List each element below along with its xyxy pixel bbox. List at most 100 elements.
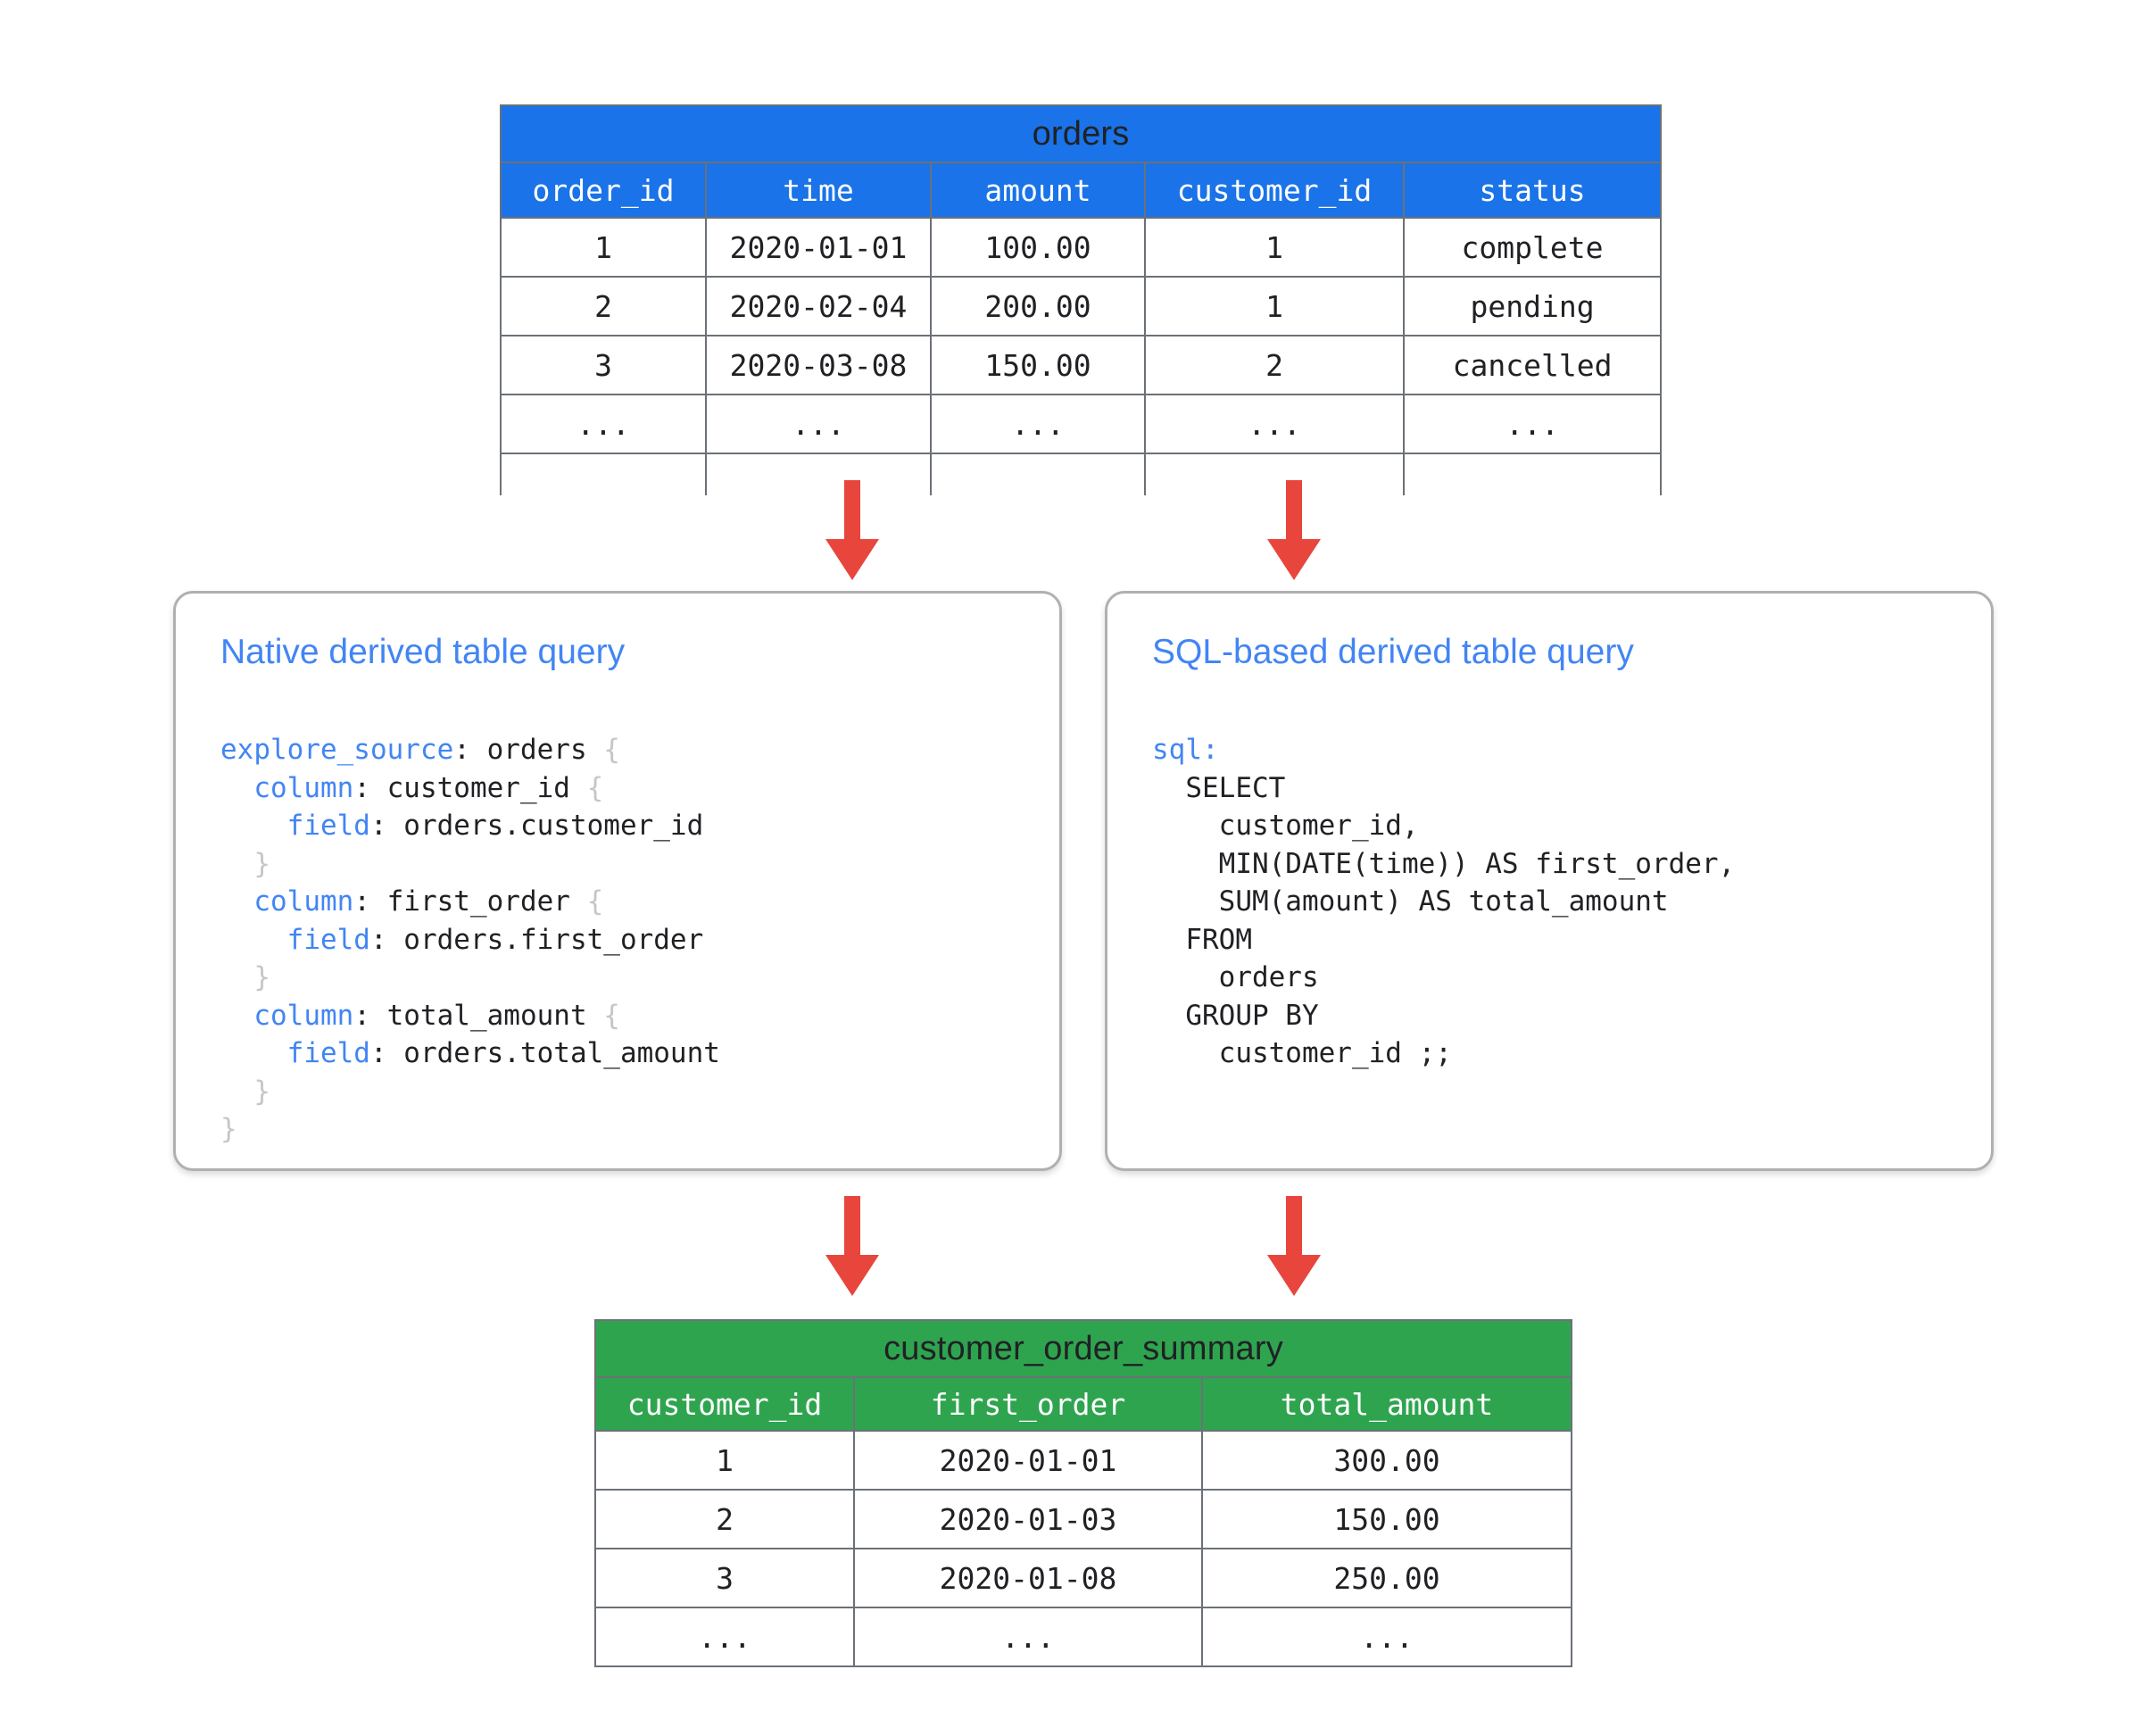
- table-row: 2 2020-02-04 200.00 1 pending: [500, 276, 1663, 336]
- code-text: : orders.customer_id: [369, 810, 704, 842]
- code-line: }: [220, 1073, 1015, 1111]
- table-cell: complete: [1402, 217, 1663, 278]
- code-keyword: column: [253, 999, 354, 1032]
- code-text: FROM: [1152, 923, 1252, 956]
- code-text: : orders.first_order: [369, 923, 704, 956]
- native-code-block: explore_source: orders { column: custome…: [220, 731, 1015, 1149]
- code-text: [220, 848, 253, 880]
- table-cell: 200.00: [930, 276, 1146, 336]
- code-text: : orders.total_amount: [369, 1037, 720, 1069]
- table-cell: [1402, 453, 1663, 495]
- code-line: SUM(amount) AS total_amount: [1152, 883, 1946, 921]
- table-cell: 2020-01-03: [853, 1489, 1203, 1549]
- table-row: 1 2020-01-01 300.00: [594, 1430, 1573, 1491]
- table-cell: 1: [1144, 276, 1405, 336]
- summary-table-title: customer_order_summary: [593, 1319, 1573, 1378]
- summary-column-header: total_amount: [1200, 1376, 1573, 1432]
- table-row-truncated: [500, 453, 1663, 495]
- code-text: [220, 961, 253, 993]
- table-row-ellipsis: ... ... ...: [594, 1607, 1573, 1667]
- code-text: : customer_id: [353, 771, 587, 804]
- code-text: customer_id ;;: [1152, 1037, 1452, 1069]
- table-cell: ...: [705, 394, 932, 454]
- arrow-shaft: [1286, 1196, 1302, 1255]
- arrow-shaft: [844, 480, 860, 539]
- code-keyword: field: [286, 1037, 370, 1069]
- orders-column-header: time: [705, 162, 932, 219]
- code-line: }: [220, 845, 1015, 884]
- code-text: GROUP BY: [1152, 999, 1319, 1032]
- arrow-down-icon: [1267, 1196, 1321, 1296]
- code-line: FROM: [1152, 921, 1946, 959]
- arrow-shaft: [844, 1196, 860, 1255]
- code-brace: }: [220, 1113, 237, 1145]
- table-cell: 3: [594, 1548, 855, 1608]
- table-cell: 2020-02-04: [705, 276, 932, 336]
- code-keyword: sql: [1152, 734, 1202, 766]
- table-cell: ...: [594, 1607, 855, 1667]
- code-line: column: total_amount {: [220, 997, 1015, 1035]
- code-text: SELECT: [1152, 771, 1286, 804]
- code-brace: }: [253, 961, 270, 993]
- table-cell: [930, 453, 1146, 495]
- table-cell: ...: [1200, 1607, 1573, 1667]
- code-text: : orders: [453, 734, 604, 766]
- sql-panel-title: SQL-based derived table query: [1152, 633, 1634, 671]
- code-line: }: [220, 1110, 1015, 1149]
- orders-source-table: orders order_id time amount customer_id …: [499, 104, 1663, 495]
- summary-column-header: first_order: [853, 1376, 1203, 1432]
- arrow-shaft: [1286, 480, 1302, 539]
- table-row: 1 2020-01-01 100.00 1 complete: [500, 217, 1663, 278]
- code-line: field: orders.first_order: [220, 921, 1015, 959]
- table-cell: [500, 453, 707, 495]
- code-keyword: field: [286, 810, 370, 842]
- code-line: column: customer_id {: [220, 769, 1015, 808]
- code-line: customer_id ;;: [1152, 1034, 1946, 1073]
- table-cell: 2: [594, 1489, 855, 1549]
- sql-derived-table-panel: SQL-based derived table query sql: SELEC…: [1105, 591, 1994, 1171]
- code-text: : first_order: [353, 885, 587, 918]
- table-cell: [1144, 453, 1405, 495]
- code-line: orders: [1152, 959, 1946, 997]
- code-line: field: orders.total_amount: [220, 1034, 1015, 1073]
- code-keyword: column: [253, 771, 354, 804]
- arrow-head: [825, 1255, 879, 1296]
- code-text: [220, 924, 287, 956]
- table-cell: 300.00: [1200, 1430, 1573, 1491]
- table-cell: 1: [594, 1430, 855, 1491]
- table-cell: 2020-01-08: [853, 1548, 1203, 1608]
- code-text: [220, 1076, 253, 1108]
- table-cell: ...: [500, 394, 707, 454]
- code-line: column: first_order {: [220, 883, 1015, 921]
- code-brace: {: [603, 734, 620, 766]
- code-brace: }: [253, 847, 270, 880]
- code-keyword: :: [1202, 734, 1219, 766]
- table-row: 3 2020-01-08 250.00: [594, 1548, 1573, 1608]
- code-brace: {: [603, 999, 620, 1032]
- code-brace: {: [586, 885, 604, 918]
- code-text: [220, 810, 287, 842]
- table-cell: 2020-03-08: [705, 335, 932, 395]
- code-text: SUM(amount) AS total_amount: [1152, 885, 1669, 918]
- table-cell: [705, 453, 932, 495]
- native-derived-table-panel: Native derived table query explore_sourc…: [173, 591, 1062, 1171]
- code-line: customer_id,: [1152, 807, 1946, 845]
- code-line: }: [220, 959, 1015, 997]
- summary-column-header: customer_id: [594, 1376, 855, 1432]
- arrow-head: [825, 539, 879, 580]
- code-line: field: orders.customer_id: [220, 807, 1015, 845]
- code-line: sql:: [1152, 731, 1946, 769]
- code-line: SELECT: [1152, 769, 1946, 808]
- arrow-down-icon: [825, 480, 879, 580]
- table-cell: ...: [853, 1607, 1203, 1667]
- code-keyword: field: [286, 923, 370, 956]
- code-text: customer_id,: [1152, 810, 1419, 842]
- code-text: orders: [1152, 961, 1319, 993]
- orders-column-header: customer_id: [1144, 162, 1405, 219]
- code-text: : total_amount: [353, 999, 604, 1032]
- table-cell: 1: [500, 217, 707, 278]
- table-cell: ...: [930, 394, 1146, 454]
- table-cell: 2020-01-01: [853, 1430, 1203, 1491]
- code-text: [220, 885, 253, 918]
- table-cell: ...: [1144, 394, 1405, 454]
